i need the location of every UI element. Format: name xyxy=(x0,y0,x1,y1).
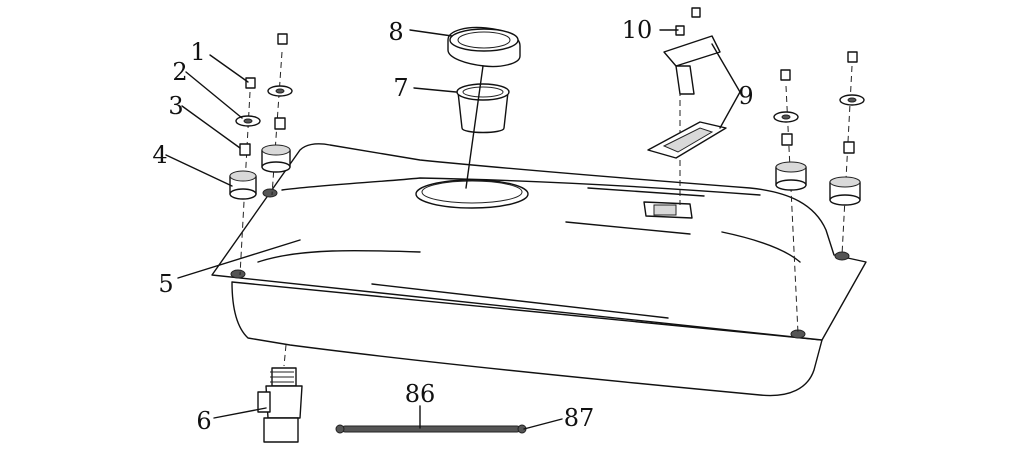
fuel-gauge-assembly xyxy=(647,7,727,159)
callout-6: 6 xyxy=(196,407,211,435)
callout-87: 87 xyxy=(564,404,595,432)
fuel-hose xyxy=(335,424,527,434)
left-mounting-hardware xyxy=(229,33,293,200)
fuel-strainer xyxy=(456,83,510,134)
callout-2: 2 xyxy=(172,58,187,86)
callout-7: 7 xyxy=(393,74,408,102)
fuel-valve xyxy=(257,367,303,443)
callout-9: 9 xyxy=(738,82,753,110)
callout-10: 10 xyxy=(622,16,653,44)
callout-86: 86 xyxy=(405,380,436,408)
fuel-tank-body xyxy=(211,143,867,397)
callout-labels: 1 2 3 4 5 6 7 8 9 10 86 87 xyxy=(152,16,753,435)
leader-lines xyxy=(165,29,741,430)
right-mounting-hardware xyxy=(773,51,865,206)
callout-8: 8 xyxy=(388,18,403,46)
filler-cap xyxy=(447,26,521,68)
callout-1: 1 xyxy=(190,38,205,66)
callout-4: 4 xyxy=(152,141,167,169)
callout-3: 3 xyxy=(168,92,183,120)
callout-5: 5 xyxy=(158,270,173,298)
